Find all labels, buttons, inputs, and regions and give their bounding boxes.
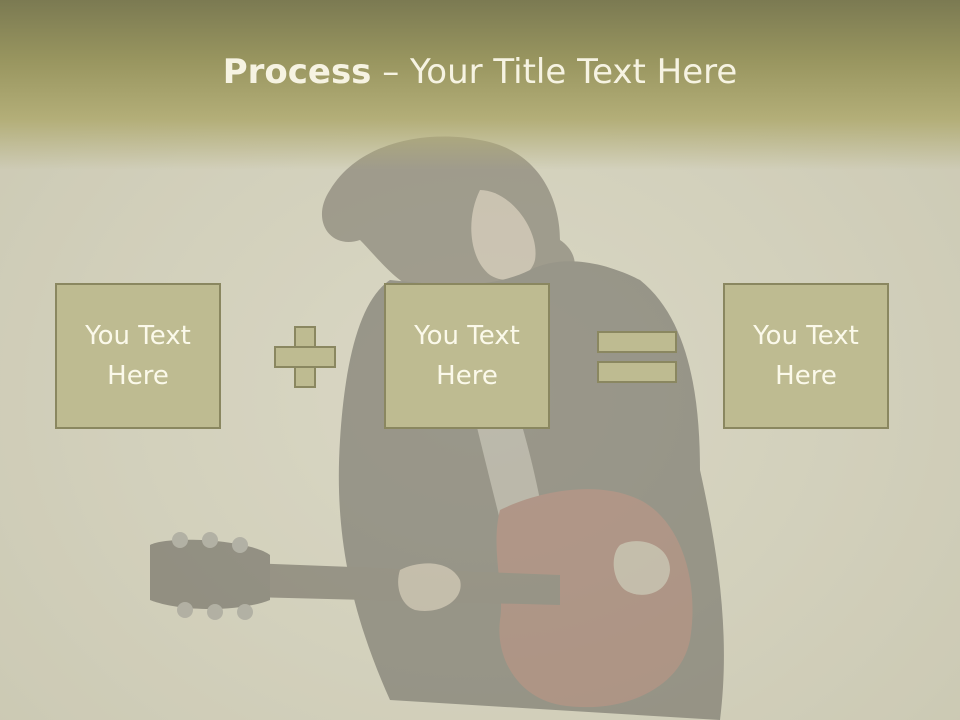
title-bold: Process (222, 52, 372, 92)
title-band (0, 0, 960, 170)
equals-icon (597, 331, 677, 383)
process-box-3[interactable]: You Text Here (723, 283, 889, 429)
process-box-1[interactable]: You Text Here (55, 283, 221, 429)
process-box-2-text: You Text Here (414, 321, 520, 391)
process-box-2[interactable]: You Text Here (384, 283, 550, 429)
process-box-1-text: You Text Here (85, 321, 191, 391)
title-rest: – Your Title Text Here (371, 52, 738, 92)
plus-icon (274, 326, 336, 388)
process-box-3-text: You Text Here (753, 321, 859, 391)
slide-title: Process – Your Title Text Here (0, 52, 960, 92)
